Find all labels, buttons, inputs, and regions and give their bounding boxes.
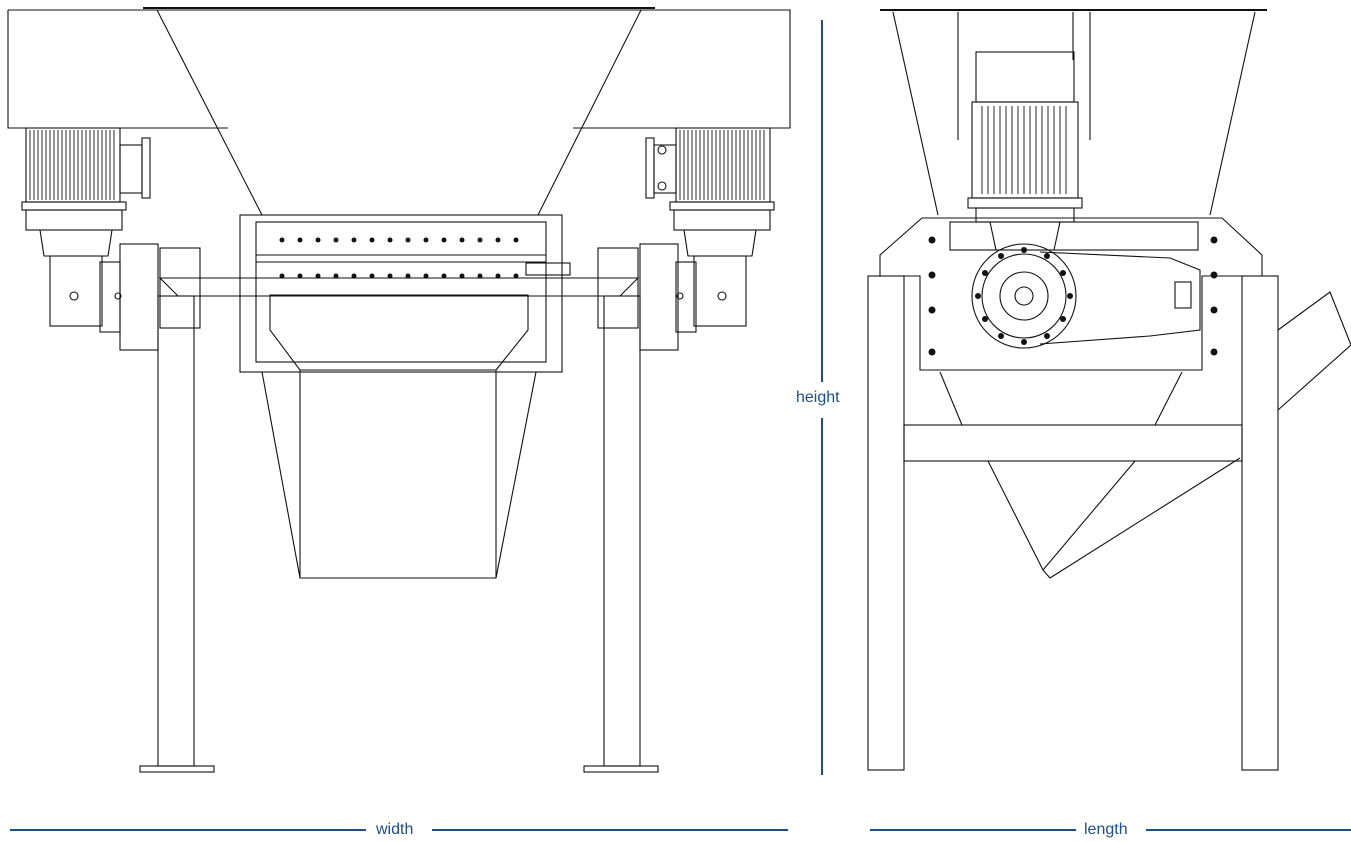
side-motor (967, 51, 1083, 251)
side-view (867, 9, 1351, 771)
width-label: width (376, 820, 414, 840)
length-label: length (1084, 820, 1128, 840)
right-motor (639, 127, 775, 351)
height-label: height (796, 388, 840, 408)
discharge-chute (261, 294, 537, 579)
frame (139, 277, 659, 773)
cutting-chamber (159, 214, 639, 373)
bolt-row (279, 237, 519, 279)
side-housing (879, 217, 1263, 371)
flange-bolts (928, 236, 1218, 356)
front-view (7, 7, 791, 773)
side-discharge (939, 291, 1351, 579)
left-motor (21, 127, 159, 351)
hopper (7, 7, 791, 216)
side-legs (867, 275, 1279, 771)
dimension-lines (10, 20, 1351, 831)
side-hopper (880, 9, 1267, 216)
